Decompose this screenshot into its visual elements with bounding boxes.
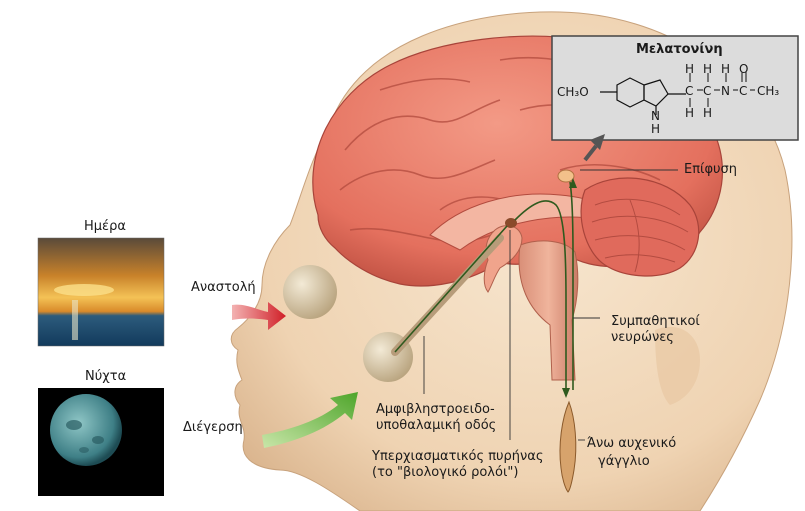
day-image (37, 237, 165, 347)
pathway-arrow-down (562, 388, 570, 398)
day-label: Ημέρα (84, 219, 126, 234)
indole-n: N (651, 109, 660, 123)
night-image (38, 388, 164, 496)
acetyl-methyl: CH₃ (757, 84, 780, 98)
cerebellum (580, 177, 700, 277)
melatonin-title: Μελατονίνη (636, 42, 723, 57)
retinohypothalamic-line (394, 225, 508, 353)
ear (655, 326, 700, 405)
scn-label-line2: (το "βιολογικό ρολόι") (372, 465, 519, 480)
eye-upper (283, 265, 337, 319)
leader-lines (423, 169, 678, 441)
scg-label-line1: Άνω αυχενικό (587, 436, 677, 451)
h-bottom-1: H (685, 106, 695, 120)
inhibition-arrow (232, 302, 286, 330)
h-top-2: H (703, 62, 713, 76)
scg-label-line2: γάγγλιο (598, 454, 650, 469)
pineal-gland (557, 169, 575, 183)
pineal-label: Επίφυση (684, 162, 738, 177)
carbonyl-c: C (739, 84, 748, 98)
stimulation-arrow (262, 392, 358, 448)
h-top-1: H (685, 62, 695, 76)
c-2: C (703, 84, 712, 98)
inhibition-label: Αναστολή (191, 280, 256, 295)
scn-label-line1: Υπερχιασματικός πυρήνας (372, 449, 544, 464)
pineal-to-panel-arrow (583, 134, 605, 162)
methoxy-group: CH₃O (557, 85, 589, 99)
suprachiasmatic-nucleus (505, 218, 517, 228)
rht-label-line1: Αμφιβληστροειδο- (376, 402, 495, 417)
night-label: Νύχτα (85, 369, 127, 384)
brainstem (518, 240, 579, 381)
amide-n: N (721, 84, 730, 98)
sympathetic-label-line2: νευρώνες (611, 330, 674, 345)
indole-h: H (651, 122, 661, 136)
superior-cervical-ganglion (559, 400, 577, 493)
rht-label-line2: υποθαλαμική οδός (376, 418, 497, 433)
h-top-3: H (721, 62, 731, 76)
carbonyl-o: O (739, 62, 749, 76)
pathway-arrow-up (569, 178, 577, 188)
stimulation-label: Διέγερση (183, 420, 243, 435)
melatonin-panel (551, 35, 799, 141)
h-bottom-2: H (703, 106, 713, 120)
c-1: C (685, 84, 694, 98)
sympathetic-label-line1: Συμπαθητικοί (611, 314, 700, 329)
